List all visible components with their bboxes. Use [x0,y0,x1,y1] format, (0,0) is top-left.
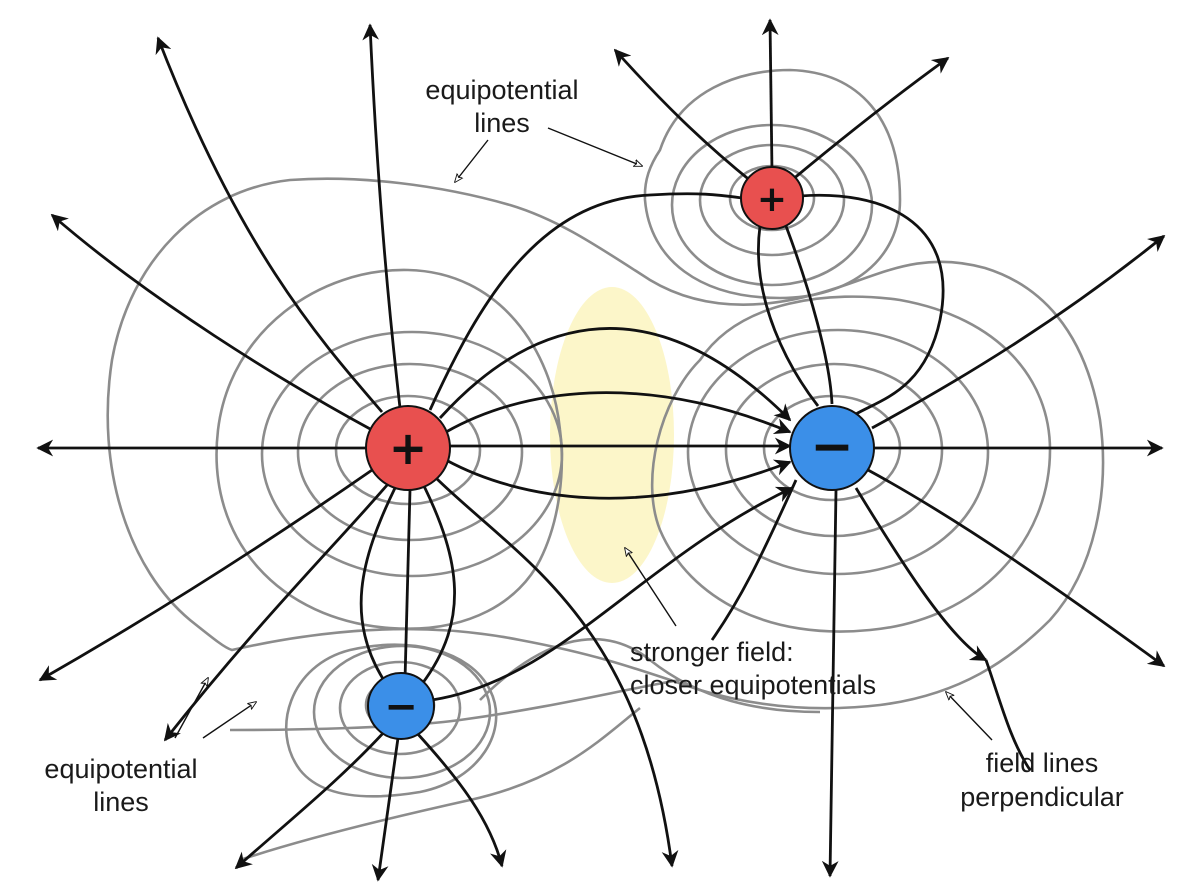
charge-big-positive: + [365,405,451,491]
pointer-arrow [202,702,256,739]
field-line [155,36,384,413]
field-line [821,489,839,878]
label-equipotential-bottom: equipotential lines [44,754,197,817]
label-text: stronger field: [630,637,794,667]
field-line [445,391,792,434]
field-line [984,659,1032,771]
charge-sign-plus: + [389,421,428,475]
equipotential-line [334,394,482,506]
field-line [761,18,779,173]
equipotential-line [239,706,641,862]
label-stronger-field: stronger field: closer equipotentials [630,637,876,700]
field-line [38,466,376,682]
charge-small-negative: − [367,672,435,740]
field-line [403,489,412,681]
field-line [867,468,1166,668]
field-line [613,48,753,184]
field-line [791,56,950,182]
field-line [871,234,1166,430]
field-line [359,487,397,683]
field-line [428,192,743,411]
field-line [445,458,792,500]
field-line [50,213,373,432]
equipotential-line [479,637,821,714]
charge-sign-minus: − [384,684,418,730]
charge-big-negative: − [789,405,875,491]
label-text: closer equipotentials [630,670,876,700]
field-line [799,193,945,416]
label-text: equipotential [425,75,578,105]
pointer-arrow [625,548,677,627]
field-line [420,485,456,685]
field-line [362,23,402,409]
field-line [234,729,388,870]
equipotential-line [686,328,990,576]
equipotential-line [650,295,1052,633]
field-line [757,225,820,407]
field-line [431,486,794,702]
label-text: equipotential [44,754,197,784]
charge-small-positive: + [740,166,804,230]
field-line [371,737,400,882]
field-lines [36,18,1166,882]
label-text: perpendicular [960,782,1124,812]
field-line [710,479,798,641]
stronger-field-region [550,287,674,583]
pointer-arrow [946,692,993,741]
label-equipotential-top: equipotential lines [425,75,578,138]
charge-sign-minus: − [810,417,854,477]
field-line [414,731,507,868]
pointer-arrow [547,127,642,166]
equipotential-line [643,68,902,300]
charge-sign-plus: + [757,179,787,220]
equipotential-line [338,660,462,756]
field-line [854,487,988,662]
field-line [438,327,792,422]
label-text: field lines [986,748,1099,778]
pointer-arrow [455,139,489,182]
pointer-arrow [174,678,208,739]
label-text: lines [474,108,530,138]
equipotential-line [229,678,681,732]
label-field-perpendicular: field lines perpendicular [960,748,1124,812]
equipotential-line [215,268,564,630]
label-pointers [174,127,993,741]
field-line [435,476,679,868]
label-text: lines [93,787,149,817]
field-line [784,225,834,405]
field-line [163,483,390,742]
